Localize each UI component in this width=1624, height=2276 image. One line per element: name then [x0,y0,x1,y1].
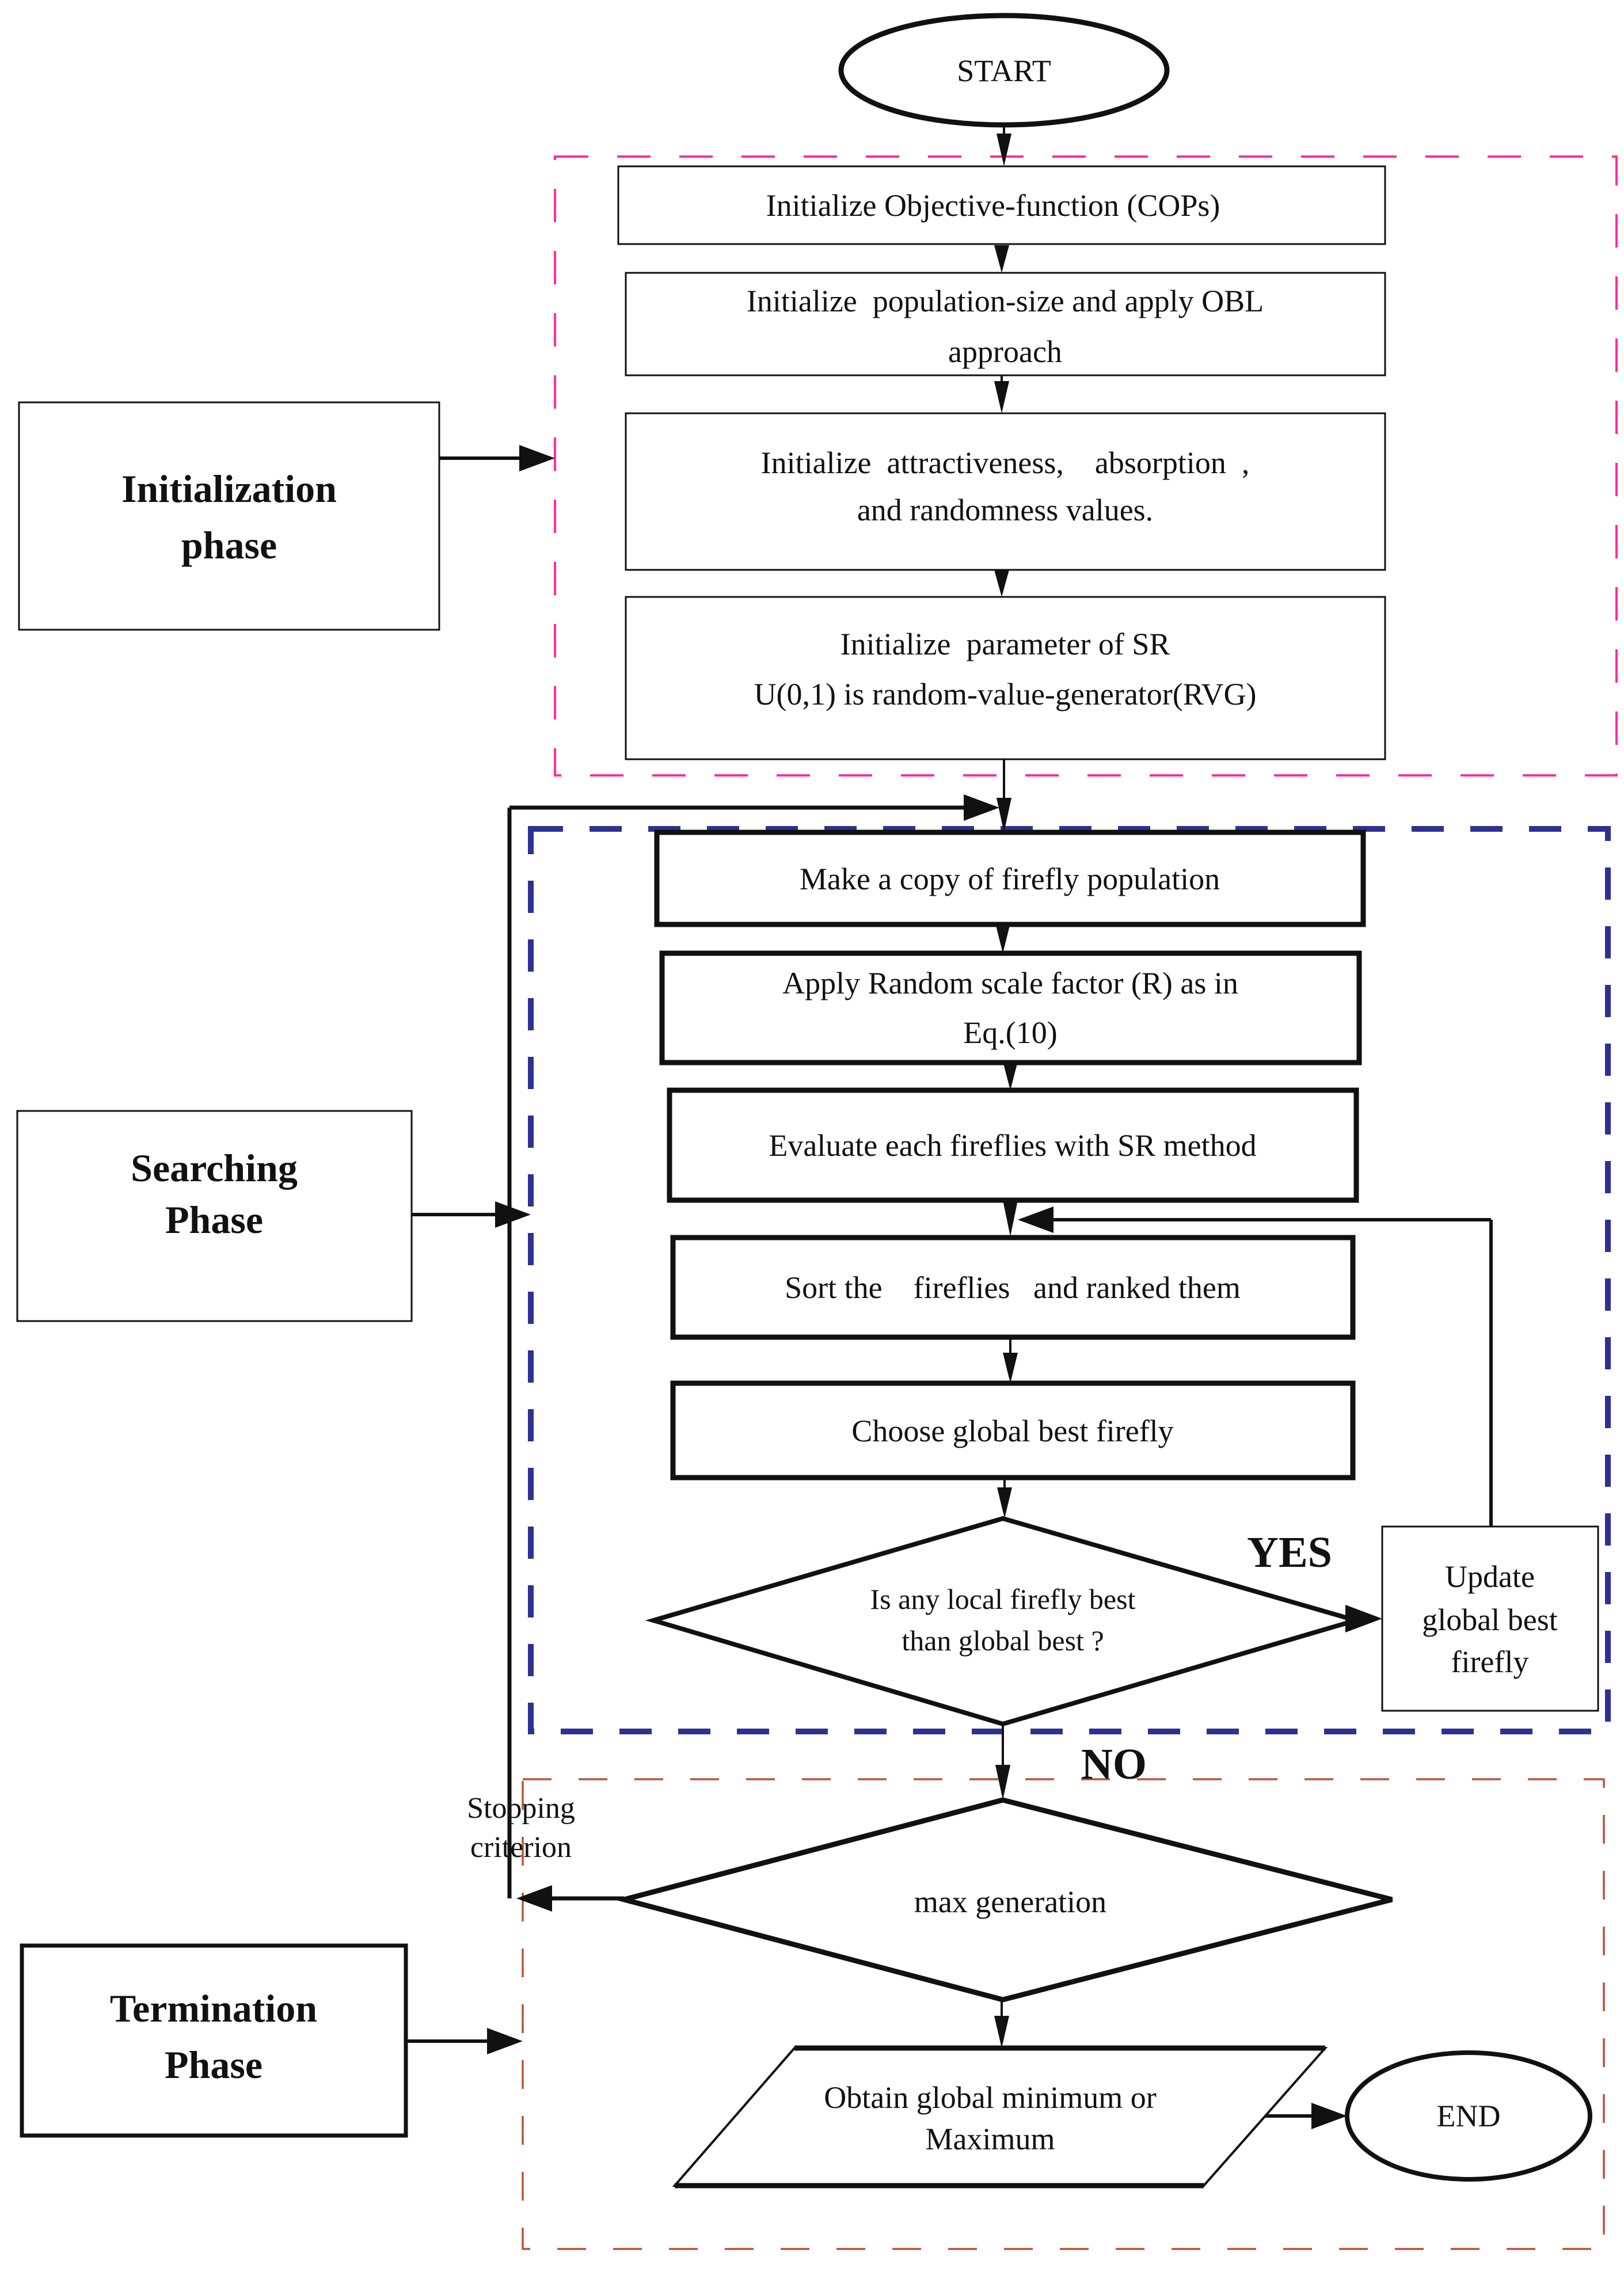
output-obtain-line1: Obtain global minimum or [824,2080,1156,2115]
searching-label-line1: Searching [131,1146,298,1190]
arrow-yes-head-icon [1345,1605,1382,1632]
arrow-yes-to-update [1345,1605,1382,1632]
step-update: Update global best firefly [1381,1525,1599,1712]
arrow-b1-b2-icon [994,245,1009,273]
step-init-attractiveness-box [625,412,1386,571]
step-apply-random: Apply Random scale factor (R) as in Eq.(… [659,950,1362,1065]
decision-local-best-diamond [645,1516,1364,1727]
step-init-objective: Initialize Objective-function (COPs) [617,165,1386,245]
step-sort: Sort the fireflies and ranked them [670,1235,1356,1340]
initialization-phase-boundary [554,155,1618,777]
step-choose-box [670,1380,1356,1480]
step-init-sr-box [625,596,1386,760]
arrow-s5-d1-icon [997,1487,1012,1518]
step-sort-label: Sort the fireflies and ranked them [785,1270,1241,1305]
step-make-copy-box [654,829,1366,927]
end-ellipse [1345,2050,1592,2182]
termination-label-line2: Phase [165,2043,263,2087]
step-evaluate-label: Evaluate each fireflies with SR method [769,1128,1256,1163]
step-init-objective-label: Initialize Objective-function (COPs) [766,188,1220,223]
step-evaluate-box [667,1087,1359,1203]
step-make-copy-label: Make a copy of firefly population [800,862,1220,896]
initialization-label-line2: phase [181,523,277,567]
decision-local-best-line1: Is any local firefly best [870,1583,1136,1615]
end-terminator: END [1345,2050,1592,2182]
arrow-b3-b4-icon [994,570,1009,597]
step-init-sr: Initialize parameter of SR U(0,1) is ran… [625,596,1386,760]
step-apply-random-line1: Apply Random scale factor (R) as in [782,966,1238,1000]
update-merge-arrowhead-icon [1018,1206,1053,1233]
arrow-end-head-icon [1311,2103,1347,2129]
step-update-box [1381,1525,1599,1712]
step-evaluate: Evaluate each fireflies with SR method [667,1087,1359,1203]
step-apply-random-box [659,950,1362,1065]
stopping-arrowhead-icon [516,1885,552,1912]
step-choose-label: Choose global best firefly [851,1414,1173,1448]
step-init-population: Initialize population-size and apply OBL… [625,272,1386,376]
arrow-s1-s2-icon [995,923,1010,953]
arrow-start-head-icon [997,134,1011,166]
output-obtain: Obtain global minimum or Maximum [672,2045,1328,2189]
initialization-label-box [18,401,440,631]
arrow-to-end [1265,2103,1347,2129]
step-update-line3: firefly [1451,1645,1529,1679]
step-choose: Choose global best firefly [670,1380,1356,1480]
step-init-sr-line2: U(0,1) is random-value-generator(RVG) [754,677,1257,711]
searching-phase-boundary [528,826,1611,1734]
stopping-criterion-line2: criterion [470,1831,572,1864]
start-ellipse [838,13,1170,128]
step-init-attractiveness: Initialize attractiveness, absorption , … [625,412,1386,571]
start-label: START [957,54,1051,88]
termination-phase-boundary [522,1778,1605,2250]
step-update-line2: global best [1422,1603,1557,1637]
output-obtain-parallelogram [672,2047,1328,2187]
stopping-criterion-line1: Stopping [467,1792,575,1825]
flow-arrows [994,124,1018,2048]
termination-label-box [20,1943,408,2138]
step-init-population-line1: Initialize population-size and apply OBL [747,284,1264,318]
initialization-phase-label: Initialization phase [18,401,555,631]
step-sort-box [670,1235,1356,1340]
arrow-s4-s5-icon [1003,1353,1018,1383]
searching-phase-label: Searching Phase [16,1110,531,1322]
no-label: NO [1081,1740,1147,1788]
arrow-s3-s4-icon [1003,1200,1018,1236]
termination-label-line1: Termination [110,1986,317,2030]
decision-local-best: Is any local firefly best than global be… [645,1516,1364,1727]
end-label: END [1437,2099,1501,2133]
arrow-mg-para-icon [994,2016,1009,2048]
initialization-arrowhead-icon [519,445,555,471]
arrow-b4-s1-icon [997,798,1011,832]
step-init-sr-line1: Initialize parameter of SR [840,627,1170,661]
decision-max-generation: max generation [614,1797,1393,2003]
step-init-attractiveness-line1: Initialize attractiveness, absorption , [761,446,1250,480]
step-init-population-box [625,272,1386,376]
step-make-copy: Make a copy of firefly population [654,829,1366,927]
searching-label-line2: Phase [165,1198,263,1242]
termination-arrowhead-icon [487,2028,523,2054]
searching-arrowhead-icon [495,1201,531,1228]
loop-merge-arrowhead-icon [964,794,999,821]
decision-local-best-line2: than global best ? [902,1624,1104,1657]
initialization-label-line1: Initialization [121,467,337,511]
yes-label: YES [1247,1528,1332,1577]
step-init-population-line2: approach [948,334,1062,369]
decision-max-generation-diamond [614,1797,1393,2003]
arrow-s2-s3-icon [1003,1061,1018,1090]
step-update-line1: Update [1445,1559,1535,1594]
termination-phase-label: Termination Phase [20,1943,523,2138]
arrow-b2-b3-icon [994,381,1009,413]
decision-max-generation-label: max generation [914,1885,1106,1919]
stopping-criterion-note: Stopping criterion [467,1792,575,1864]
main-loop-connector [507,794,999,1912]
output-obtain-line2: Maximum [926,2122,1055,2156]
step-init-attractiveness-line2: and randomness values. [857,493,1153,527]
update-feedback-connector [1018,1206,1493,1527]
step-init-objective-box [617,165,1386,245]
arrow-d1-mg-icon [995,1765,1010,1800]
start-terminator: START [838,13,1170,128]
step-apply-random-line2: Eq.(10) [963,1015,1057,1050]
